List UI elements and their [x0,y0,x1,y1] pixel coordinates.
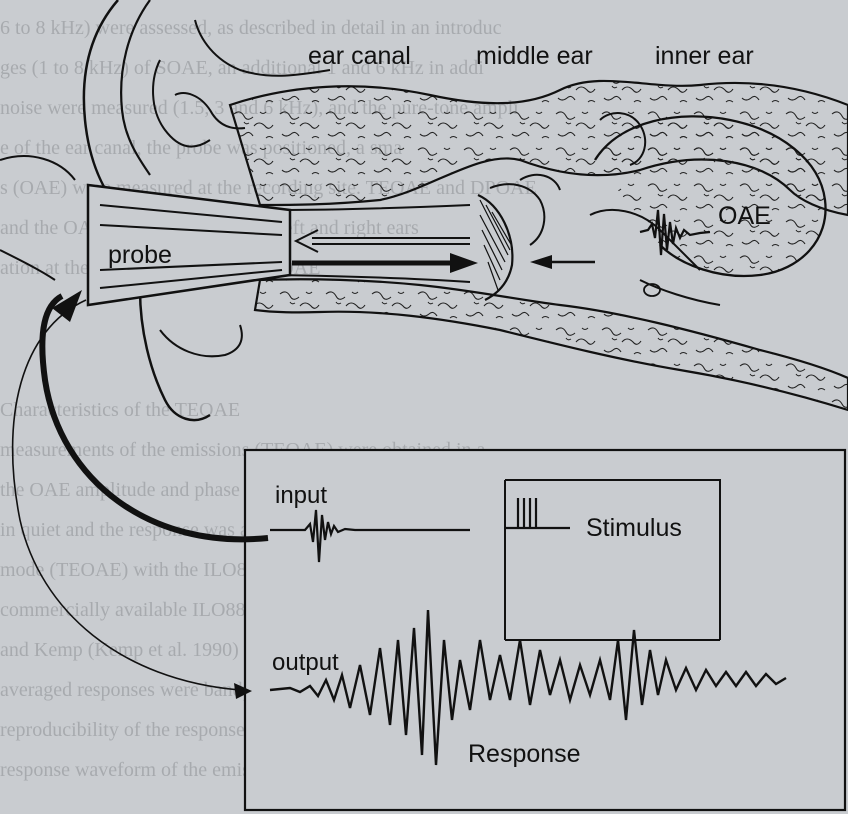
label-ear-canal: ear canal [308,42,411,70]
label-probe: probe [108,241,172,269]
eardrum [478,175,560,300]
label-output: output [272,649,339,676]
label-inner-ear: inner ear [655,42,754,70]
label-oae: OAE [718,202,771,230]
label-response: Response [468,740,581,768]
probe-to-output-arrow [13,300,240,690]
label-middle-ear: middle ear [476,42,593,70]
input-to-probe-arrow [42,296,268,539]
canal-arrows [292,230,595,273]
label-stimulus: Stimulus [586,514,682,542]
label-input: input [275,482,327,509]
